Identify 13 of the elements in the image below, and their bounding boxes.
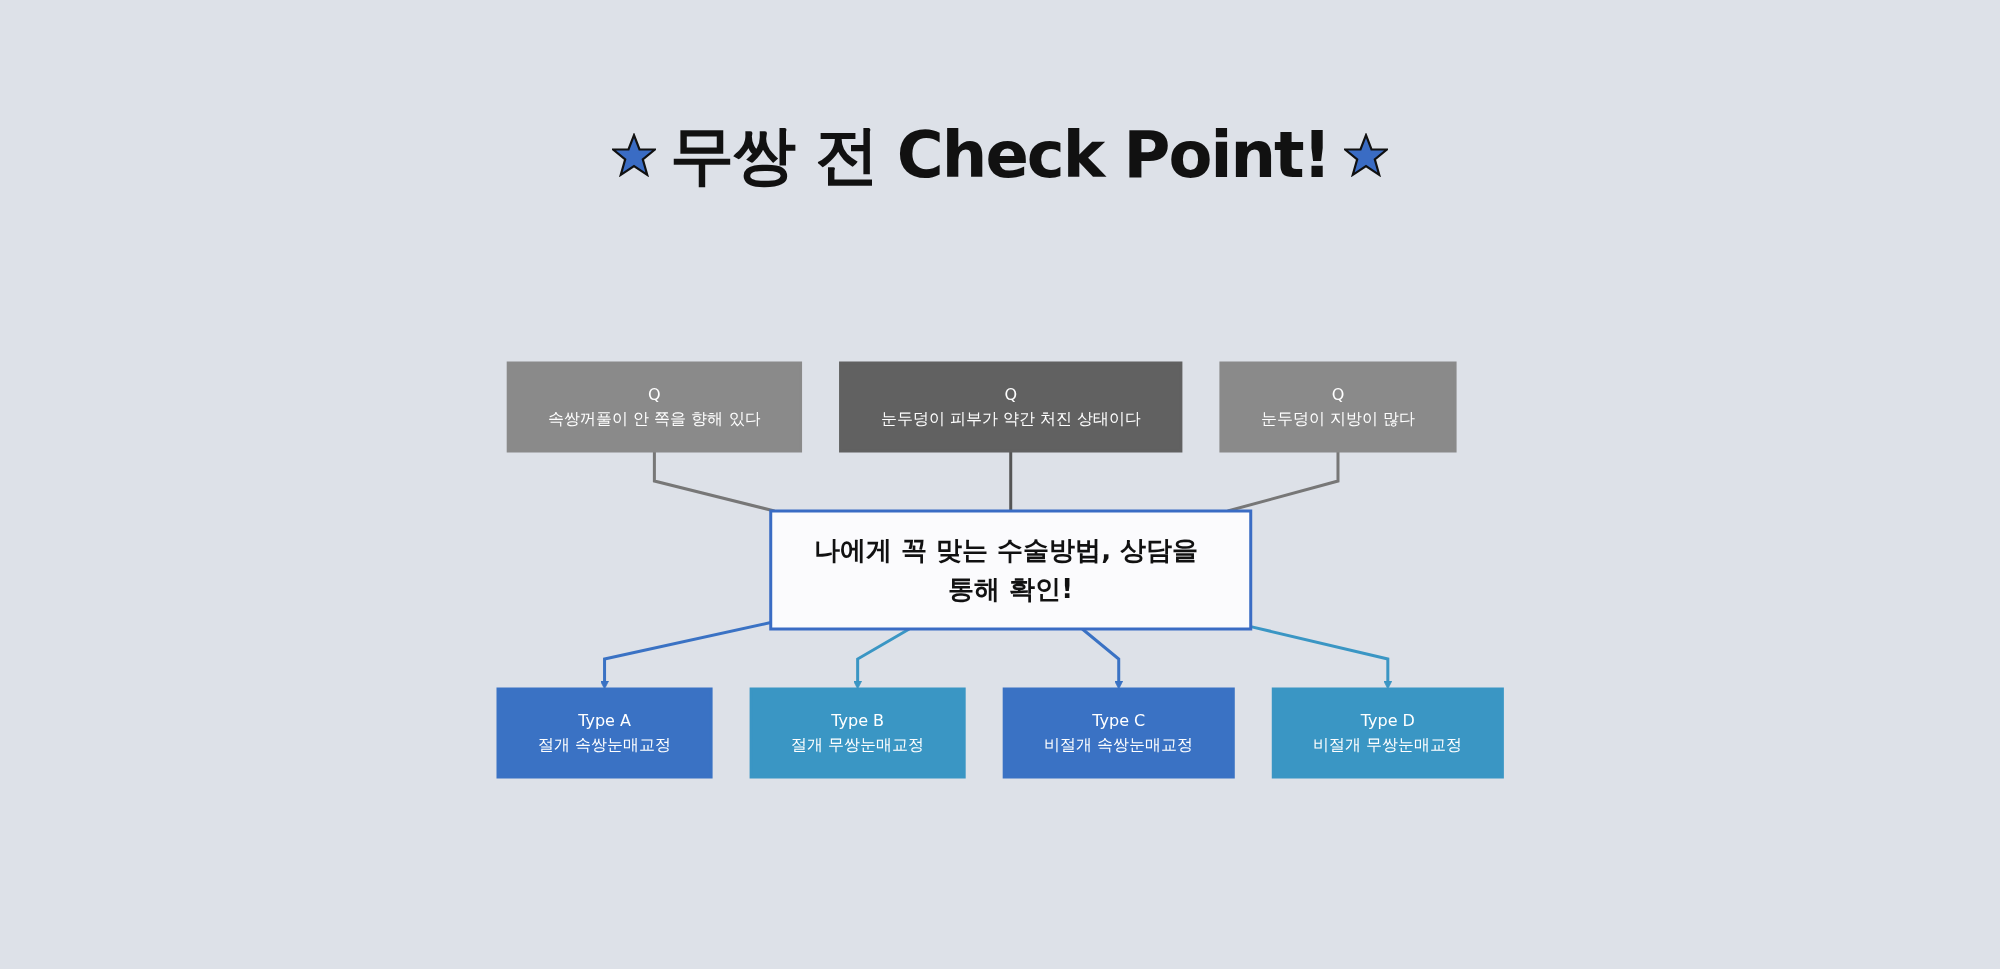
connector <box>652 451 775 513</box>
node-box: Type B 절개 무쌍눈매교정 <box>749 687 966 779</box>
node-box: Type C 비절개 속쌍눈매교정 <box>1002 687 1235 779</box>
node-box: Type D 비절개 무쌍눈매교정 <box>1271 687 1504 779</box>
node-box: Q 속쌍꺼풀이 안 쪽을 향해 있다 <box>506 361 802 453</box>
node-box: Type A 절개 속쌍눈매교정 <box>496 687 713 779</box>
title: 무쌍 전 Check Point! <box>670 116 1330 194</box>
node-box: Q 눈두덩이 지방이 많다 <box>1219 361 1457 453</box>
node-box: Q 눈두덩이 피부가 약간 처진 상태이다 <box>838 361 1183 453</box>
arrow <box>1250 625 1393 690</box>
arrow <box>599 621 771 690</box>
connector <box>1009 451 1013 511</box>
node-box: 나에게 꼭 맞는 수술방법, 상담을 통해 확인! <box>769 509 1253 631</box>
